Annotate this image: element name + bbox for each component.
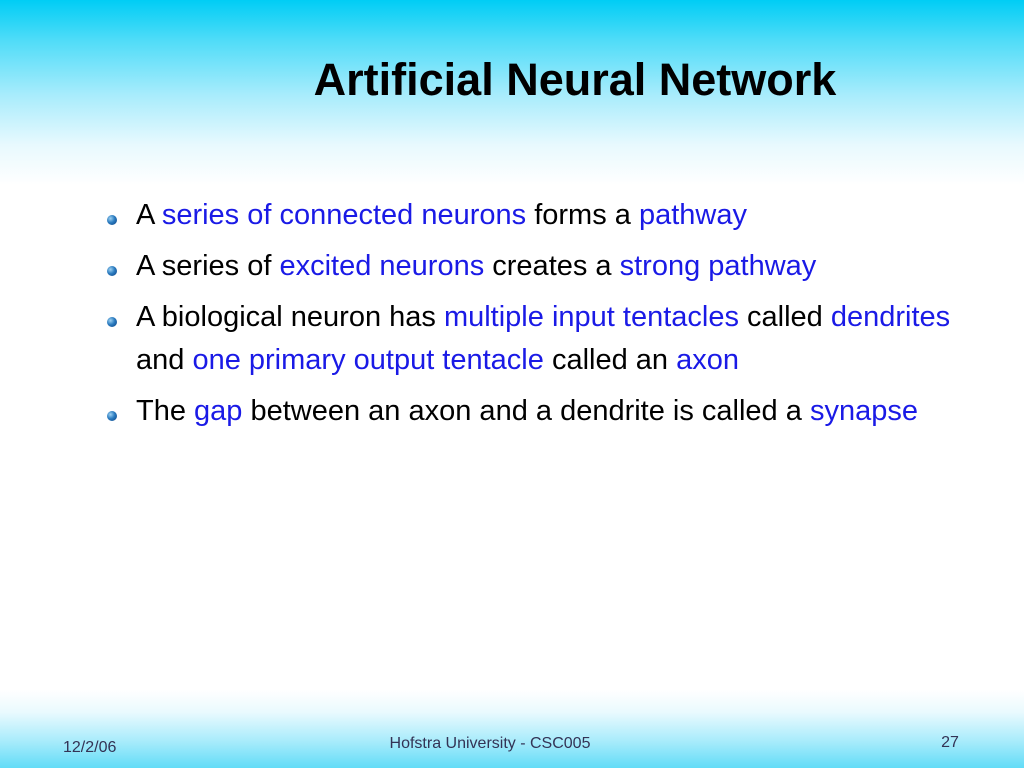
bullet-text: forms a xyxy=(526,199,639,231)
bullet-text: A xyxy=(136,199,162,231)
highlighted-term: excited neurons xyxy=(279,250,485,282)
highlighted-term: gap xyxy=(194,395,243,427)
bullet-text: A series of xyxy=(136,250,280,282)
bullet-item: The gap between an axon and a dendrite i… xyxy=(104,390,964,433)
bullet-item: A series of connected neurons forms a pa… xyxy=(104,194,964,237)
bullet-text: called xyxy=(738,301,831,333)
sphere-bullet-icon xyxy=(107,266,117,276)
bullet-text: A biological neuron has xyxy=(136,301,444,333)
footer-date: 12/2/06 xyxy=(63,739,117,756)
sphere-bullet-icon xyxy=(107,411,117,421)
sphere-bullet-icon xyxy=(107,215,117,225)
bullet-text: creates a xyxy=(484,250,620,282)
highlighted-term: one primary output tentacle xyxy=(192,344,544,376)
highlighted-term: synapse xyxy=(809,395,918,427)
highlighted-term: dendrites xyxy=(830,301,951,333)
bullet-item: A series of excited neurons creates a st… xyxy=(104,245,964,288)
bullet-text: The xyxy=(136,395,195,427)
highlighted-term: series of connected neurons xyxy=(161,199,527,231)
footer-title: Hofstra University - CSC005 xyxy=(389,735,591,752)
highlighted-term: axon xyxy=(676,344,739,376)
bullet-text: and xyxy=(136,344,193,376)
slide-title: Artificial Neural Network xyxy=(313,54,837,105)
highlighted-term: multiple input tentacles xyxy=(443,301,739,333)
bullet-text: called an xyxy=(543,344,677,376)
highlighted-term: pathway xyxy=(638,199,747,231)
bullet-text: between an axon and a dendrite is called… xyxy=(242,395,810,427)
sphere-bullet-icon xyxy=(107,317,117,327)
bullet-item: A biological neuron has multiple input t… xyxy=(104,296,964,382)
highlighted-term: strong pathway xyxy=(619,250,817,282)
page-number: 27 xyxy=(941,734,959,751)
bullet-list: A series of connected neurons forms a pa… xyxy=(104,194,964,441)
